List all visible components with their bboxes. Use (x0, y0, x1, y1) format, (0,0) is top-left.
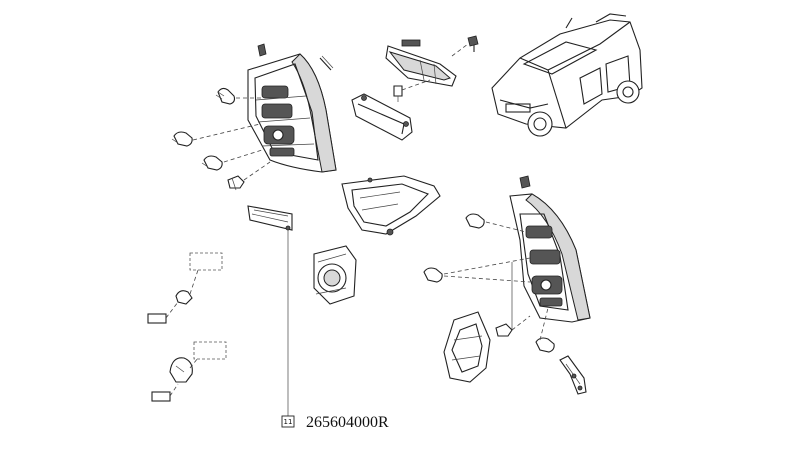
lamp-lens-housing[interactable] (443, 311, 491, 383)
bulb-left-1[interactable] (215, 87, 236, 105)
left-rear-lamp-assembly[interactable] (247, 53, 337, 173)
reflector-strip[interactable] (247, 205, 293, 231)
bracket-right[interactable] (559, 355, 587, 395)
lamp-connector[interactable] (227, 175, 245, 191)
bulb-left-2[interactable] (171, 131, 193, 147)
third-brake-light-cover[interactable] (351, 93, 413, 141)
vehicle-illustration (491, 13, 643, 137)
part-number-label[interactable]: 265604000R (306, 414, 389, 431)
bulb-detail-1 (147, 252, 223, 324)
small-clip-right (519, 175, 531, 189)
bulb-right-2[interactable] (423, 267, 443, 283)
third-brake-light[interactable] (385, 39, 457, 87)
bulb-right-3[interactable] (535, 337, 555, 353)
bulb-left-3[interactable] (201, 155, 223, 171)
screw-pin (319, 55, 334, 71)
small-clip-top (257, 43, 267, 57)
bulb-detail-2 (151, 341, 227, 402)
bulb-right-1[interactable] (465, 213, 485, 229)
right-rear-lamp-assembly[interactable] (509, 193, 591, 323)
reflector-housing[interactable] (341, 175, 441, 236)
callout-index-box[interactable]: 11 (281, 415, 295, 428)
callout-index: 11 (284, 418, 293, 426)
fog-lamp[interactable] (313, 245, 357, 305)
bulb-holder-center[interactable] (393, 85, 403, 102)
connector-right[interactable] (495, 323, 513, 337)
screw-top-center (467, 35, 479, 52)
